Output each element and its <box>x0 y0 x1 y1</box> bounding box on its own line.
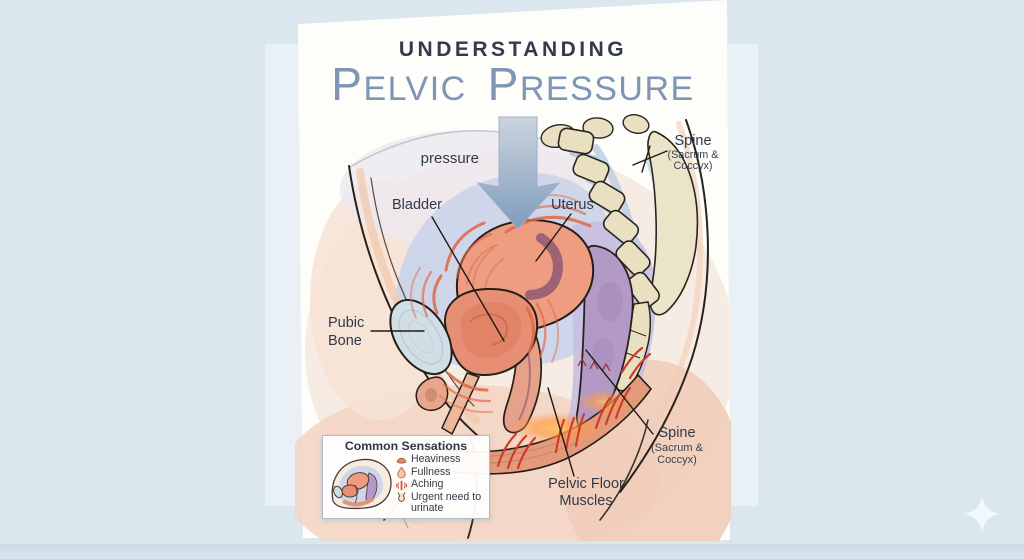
legend-item-urgency: Urgent need to urinate <box>395 491 487 516</box>
common-sensations-box: Common Sensations <box>322 435 490 519</box>
page-title: PELVIC PRESSURE <box>295 60 731 113</box>
spine-bottom-label: Spine (Sacrum & Coccyx) <box>641 425 713 466</box>
spine-bottom-name: Spine <box>658 425 696 441</box>
pelvic-floor-label: Pelvic Floor Muscles <box>548 476 624 509</box>
uterus-label: Uterus <box>551 197 594 213</box>
spine-bones <box>540 114 699 392</box>
legend-item-heaviness: Heaviness <box>395 453 487 467</box>
pelvis-anatomy-illustration <box>295 114 731 541</box>
fullness-droplet-icon <box>397 466 406 479</box>
table-edge-shadow <box>0 544 1024 559</box>
pubic-bone-label: Pubic Bone <box>328 315 365 349</box>
spine-top-name: Spine <box>674 133 712 149</box>
urgency-bladder-icon <box>397 492 406 503</box>
spine-top-label: Spine (Sacrum & Coccyx) <box>664 133 722 173</box>
bladder <box>415 287 539 436</box>
legend-item-aching: Aching <box>395 478 487 492</box>
sparkle-icon <box>964 496 1000 532</box>
title-word-pressure: PRESSURE <box>487 58 695 110</box>
aching-icon <box>395 480 408 490</box>
pressure-arrow <box>476 116 561 230</box>
rectum <box>576 244 634 430</box>
title-eyebrow: UNDERSTANDING <box>398 38 628 61</box>
title-word-pelvic: PELVIC <box>331 58 467 110</box>
spine-top-sub: (Sacrum & Coccyx) <box>667 148 719 172</box>
bladder-label: Bladder <box>392 197 442 213</box>
legend-item-fullness: Fullness <box>395 466 487 480</box>
infographic-card: UNDERSTANDING PELVIC PRESSURE pressure B… <box>295 0 731 541</box>
heaviness-icon <box>396 457 407 464</box>
pubic-bone <box>389 299 453 375</box>
sensation-list: Heaviness Fullness <box>395 453 489 516</box>
pressure-label: pressure <box>420 150 479 167</box>
leader-lines <box>370 145 668 477</box>
mini-pelvis-thumbnail <box>331 458 392 510</box>
legend-title: Common Sensations <box>344 439 468 453</box>
spine-bottom-sub: (Sacrum & Coccyx) <box>651 441 703 466</box>
